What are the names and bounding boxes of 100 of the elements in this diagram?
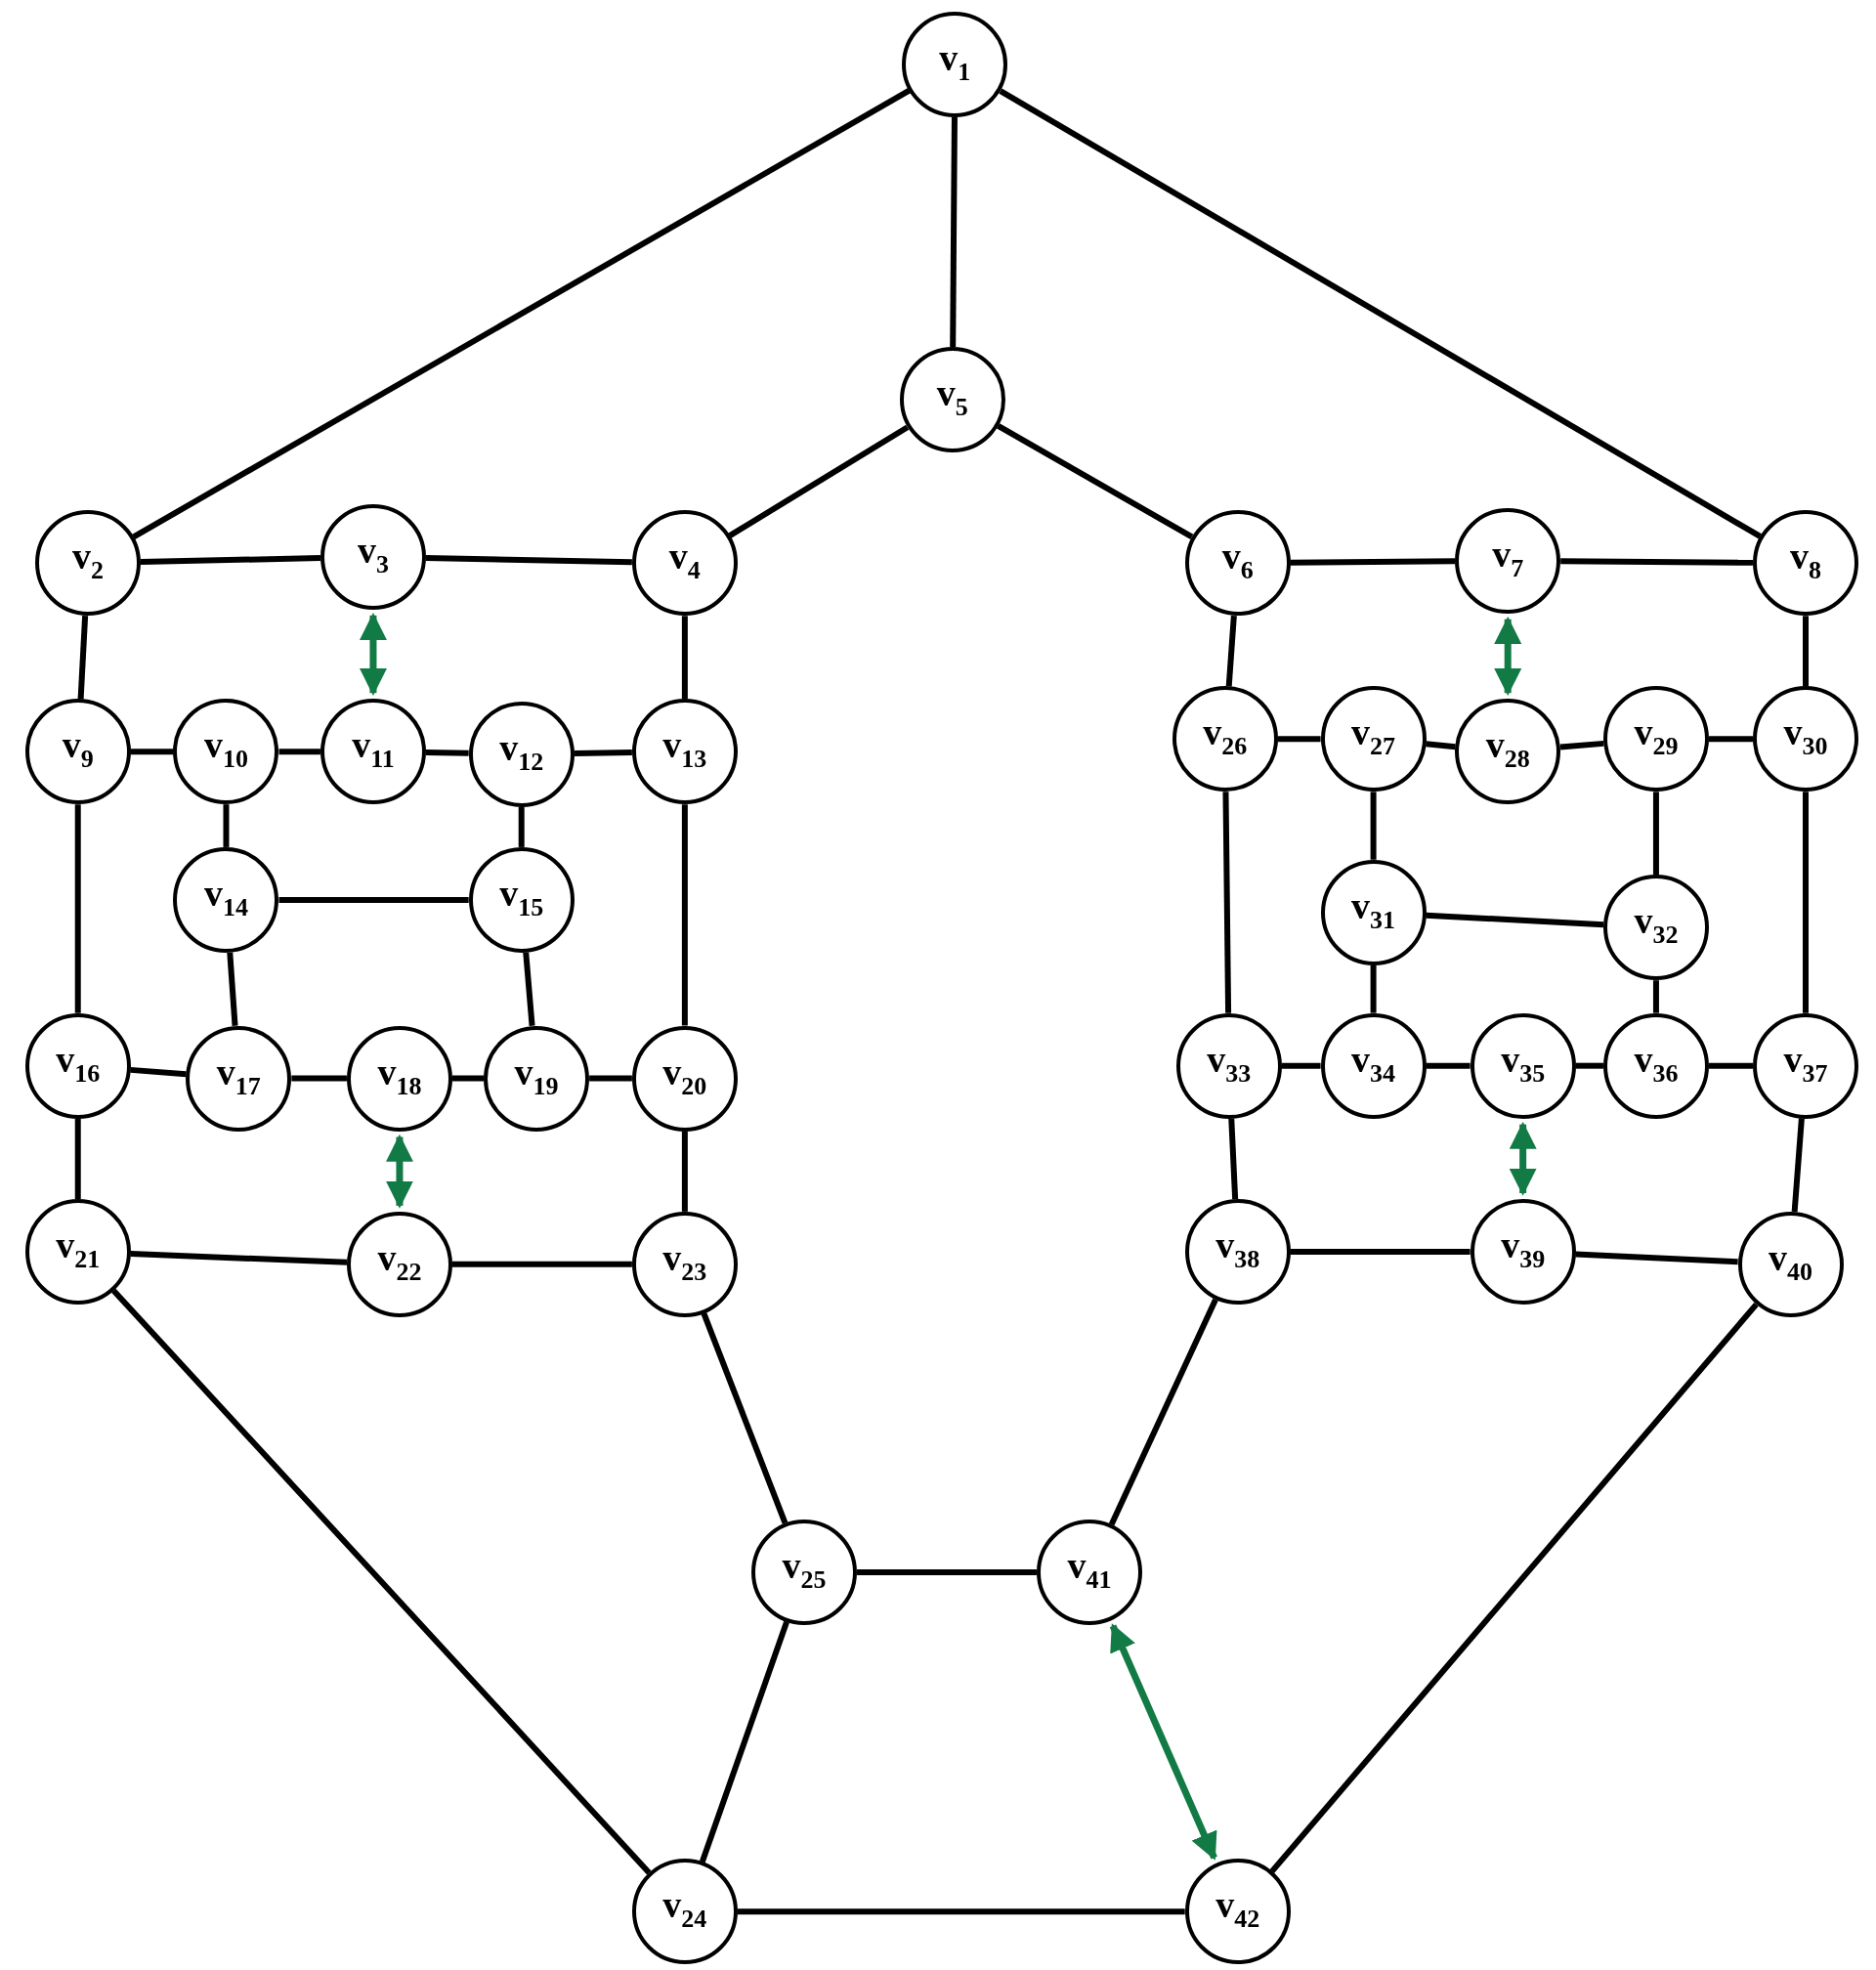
connector-line bbox=[1269, 1302, 1759, 1874]
connector-line bbox=[1426, 1062, 1471, 1069]
double-arrow bbox=[1509, 1121, 1537, 1196]
connector-line bbox=[74, 1118, 81, 1199]
connector-line bbox=[1708, 736, 1753, 743]
vertex-label: v$_{24}$ bbox=[662, 1883, 707, 1935]
connector-line bbox=[77, 616, 89, 700]
vertex-label: v$_{21}$ bbox=[56, 1223, 101, 1274]
vertex-label: v$_{36}$ bbox=[1634, 1037, 1679, 1089]
connector-line bbox=[1426, 912, 1604, 928]
vertex-label: v$_{19}$ bbox=[514, 1049, 559, 1101]
vertex-label: v$_{20}$ bbox=[662, 1049, 707, 1101]
connector-line bbox=[699, 1620, 789, 1863]
vertex-label: v$_{17}$ bbox=[216, 1049, 261, 1101]
vertex-label: v$_{13}$ bbox=[662, 723, 707, 775]
connector-line bbox=[523, 952, 535, 1026]
connector-line bbox=[857, 1568, 1037, 1575]
vertex-label: v$_{4}$ bbox=[668, 535, 701, 586]
vertex-label: v$_{30}$ bbox=[1783, 710, 1828, 762]
connector-line bbox=[681, 616, 688, 700]
connector-line bbox=[1575, 1062, 1603, 1069]
vertex-label: v$_{1}$ bbox=[939, 35, 971, 87]
connector-line bbox=[737, 1908, 1185, 1915]
vertex-label: v$_{37}$ bbox=[1783, 1037, 1828, 1089]
connector-line bbox=[111, 1288, 652, 1875]
connector-line bbox=[1803, 792, 1809, 1013]
vertex-label: v$_{16}$ bbox=[56, 1037, 101, 1089]
connector-line bbox=[1108, 1298, 1218, 1526]
vertex-label: v$_{38}$ bbox=[1215, 1223, 1260, 1274]
connector-line bbox=[1228, 1118, 1239, 1200]
connector-line bbox=[140, 555, 321, 566]
vertex-label: v$_{7}$ bbox=[1492, 532, 1524, 583]
vertex-label: v$_{10}$ bbox=[203, 723, 248, 775]
connector-line bbox=[1370, 792, 1377, 860]
vertex-label: v$_{41}$ bbox=[1067, 1543, 1112, 1595]
connector-line bbox=[227, 952, 238, 1026]
connector-line bbox=[1559, 740, 1604, 750]
vertex-label: v$_{11}$ bbox=[352, 723, 395, 775]
connector-line bbox=[425, 554, 632, 566]
connector-line bbox=[425, 749, 469, 756]
vertex-label: v$_{29}$ bbox=[1634, 710, 1679, 762]
connector-line bbox=[574, 749, 632, 756]
connector-line bbox=[278, 896, 469, 903]
connector-line bbox=[451, 1261, 632, 1267]
connector-line bbox=[681, 804, 688, 1026]
vertex-label: v$_{42}$ bbox=[1215, 1883, 1260, 1935]
double-arrow bbox=[1109, 1623, 1217, 1861]
connector-line bbox=[291, 1075, 347, 1082]
connector-line bbox=[130, 749, 174, 755]
connector-line bbox=[451, 1075, 485, 1082]
connector-line bbox=[278, 749, 320, 755]
vertex-label: v$_{32}$ bbox=[1634, 899, 1679, 951]
connector-line bbox=[132, 88, 912, 539]
vertex-label: v$_{34}$ bbox=[1351, 1037, 1396, 1089]
connector-line bbox=[1290, 1249, 1471, 1255]
vertex-label: v$_{39}$ bbox=[1501, 1223, 1546, 1274]
connector-line bbox=[1560, 558, 1754, 566]
double-arrow bbox=[359, 613, 387, 696]
vertex-label: v$_{28}$ bbox=[1485, 723, 1530, 775]
connector-line bbox=[1652, 980, 1659, 1013]
vertex-label: v$_{40}$ bbox=[1769, 1235, 1813, 1287]
connector-line bbox=[1225, 615, 1237, 687]
vertex-label: v$_{2}$ bbox=[72, 535, 104, 586]
vertex-label: v$_{35}$ bbox=[1501, 1037, 1546, 1089]
connector-line bbox=[1290, 558, 1456, 566]
connector-line bbox=[1426, 741, 1456, 750]
connector-line bbox=[1652, 792, 1659, 876]
vertex-label: v$_{12}$ bbox=[499, 725, 544, 777]
connector-line bbox=[701, 1312, 789, 1524]
connector-line bbox=[518, 806, 525, 847]
connector-line bbox=[681, 1131, 688, 1212]
connector-line bbox=[1281, 1062, 1321, 1069]
vertex-label: v$_{3}$ bbox=[357, 528, 389, 579]
connector-line bbox=[997, 423, 1194, 540]
vertex-label: v$_{25}$ bbox=[782, 1543, 827, 1595]
connector-line bbox=[1791, 1118, 1805, 1213]
connector-line bbox=[1708, 1062, 1753, 1069]
double-arrow bbox=[385, 1134, 413, 1209]
vertex-label: v$_{18}$ bbox=[377, 1049, 422, 1101]
connector-line bbox=[589, 1075, 632, 1082]
vertex-label: v$_{22}$ bbox=[377, 1235, 422, 1287]
connector-line bbox=[130, 1066, 187, 1078]
vertex-label: v$_{8}$ bbox=[1789, 535, 1821, 586]
connector-line bbox=[999, 88, 1762, 539]
double-arrow bbox=[1494, 616, 1522, 696]
vertex-label: v$_{6}$ bbox=[1221, 535, 1254, 586]
vertex-label: v$_{27}$ bbox=[1351, 710, 1396, 762]
vertex-label: v$_{23}$ bbox=[662, 1235, 707, 1287]
connector-line bbox=[74, 804, 81, 1013]
vertex-label: v$_{26}$ bbox=[1203, 710, 1248, 762]
vertex-label: v$_{9}$ bbox=[62, 723, 94, 775]
vertex-label: v$_{33}$ bbox=[1207, 1037, 1252, 1089]
connector-line bbox=[1222, 792, 1232, 1013]
vertex-label: v$_{15}$ bbox=[499, 871, 544, 922]
vertex-label: v$_{14}$ bbox=[203, 871, 248, 922]
vertex-label: v$_{5}$ bbox=[936, 371, 968, 423]
connector-line bbox=[1277, 736, 1321, 743]
connector-line bbox=[1370, 964, 1377, 1013]
connector-line bbox=[223, 804, 230, 847]
connector-line bbox=[728, 424, 910, 538]
